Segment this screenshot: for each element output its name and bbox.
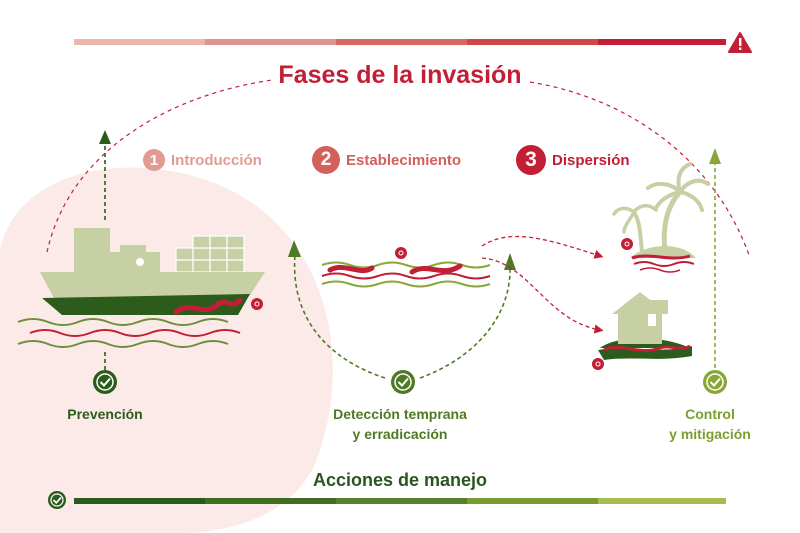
management-actions-label: Acciones de manejo	[312, 470, 488, 490]
phase-label: Establecimiento	[346, 151, 462, 169]
phase-introduction: 1 Introducción	[143, 145, 262, 175]
dispersal-arrow-house	[481, 257, 604, 334]
action-early-detection: Detección temprana y erradicación	[300, 404, 500, 444]
check-circle-icon	[703, 370, 727, 394]
cargo-ship-icon	[40, 228, 265, 315]
early-detection-arrows	[293, 254, 511, 379]
invasive-species-marker-icon	[395, 247, 407, 259]
phase-number-badge: 1	[143, 149, 165, 171]
dispersal-arrow-island	[481, 235, 604, 259]
management-progress-bar	[74, 498, 726, 504]
invasive-species-patch	[409, 263, 463, 275]
warning-icon	[728, 32, 752, 53]
invasive-species-marker-icon	[621, 238, 633, 250]
invasive-species-marker-icon	[592, 358, 604, 370]
invasive-species-marker-icon	[251, 298, 263, 310]
early-detection-arrow-right-head	[504, 253, 516, 270]
action-label-line: Control	[685, 406, 735, 422]
action-label-line: y erradicación	[352, 426, 448, 442]
action-prevention: Prevención	[67, 406, 143, 422]
phase-number-badge: 2	[312, 146, 340, 174]
action-control: Control y mitigación	[640, 404, 780, 444]
invasion-progress-bar	[74, 39, 726, 45]
check-circle-icon	[48, 491, 66, 509]
palm-island-icon	[612, 162, 710, 273]
invasive-species-patch	[327, 264, 375, 274]
action-label-line: Detección temprana	[333, 406, 467, 422]
phase-dispersal: 3 Dispersión	[516, 145, 630, 175]
phase-number-badge: 3	[516, 145, 546, 175]
control-arrow	[709, 148, 721, 368]
phase-label: Dispersión	[552, 151, 630, 169]
prevention-arrow	[99, 130, 111, 370]
check-circle-icon	[93, 370, 117, 394]
invasion-arc-right	[529, 81, 751, 259]
early-detection-arrow-left-head	[288, 240, 301, 257]
waves-icon	[17, 318, 241, 348]
house-icon	[598, 292, 692, 360]
phase-establishment: 2 Establecimiento	[312, 145, 461, 175]
page-title: Fases de la invasión	[278, 61, 522, 89]
check-circle-icon	[391, 370, 415, 394]
phase-label: Introducción	[171, 151, 262, 169]
action-label-line: y mitigación	[669, 426, 751, 442]
